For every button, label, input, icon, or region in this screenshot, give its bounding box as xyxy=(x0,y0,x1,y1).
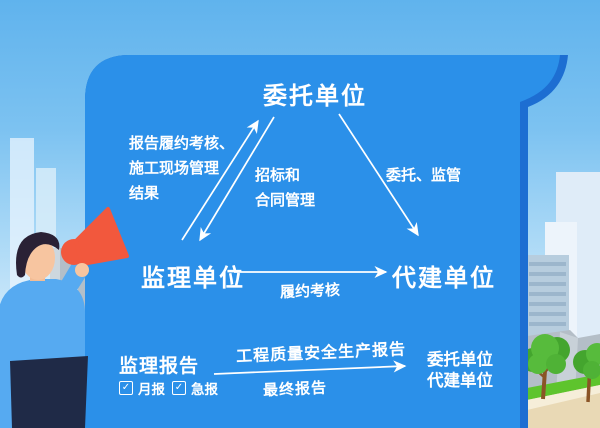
checkbox-checked-icon: ✓ xyxy=(119,381,133,395)
edge-label-line: 招标和 xyxy=(255,166,301,184)
report-source-title: 监理报告 xyxy=(119,355,200,377)
node-client-unit: 委托单位 xyxy=(263,82,367,110)
report-target-line: 委托单位 xyxy=(427,350,493,369)
person-hair xyxy=(16,232,60,278)
person-pants xyxy=(10,356,88,428)
edge-label-line: 结果 xyxy=(129,184,160,202)
report-targets: 委托单位 代建单位 xyxy=(427,349,493,391)
report-target-line: 代建单位 xyxy=(427,371,493,390)
arrow-label-final-report: 最终报告 xyxy=(262,378,328,400)
building-window-stripes xyxy=(529,262,566,326)
edge-label-entrust-supervise: 委托、监管 xyxy=(386,166,462,184)
tree-icon xyxy=(573,343,600,403)
edge-label-line: 施工现场管理 xyxy=(129,159,220,177)
edge-label-performance-review: 履约考核 xyxy=(279,280,341,302)
person-hand xyxy=(75,263,89,277)
edge-label-bidding-contract: 招标和 合同管理 xyxy=(255,163,315,213)
person-illustration xyxy=(0,207,129,428)
edge-label-report-results: 报告履约考核、 施工现场管理 结果 xyxy=(129,131,234,206)
grass xyxy=(527,374,600,403)
checkbox-urgent-report: ✓ 急报 xyxy=(172,378,218,398)
arrow-supervisor-to-client xyxy=(181,119,259,241)
arrow-report-to-targets xyxy=(213,360,407,375)
checkbox-monthly-report: ✓ 月报 xyxy=(119,378,165,398)
edge-label-line: 合同管理 xyxy=(255,191,316,209)
megaphone-icon xyxy=(61,207,129,266)
checkbox-label: 月报 xyxy=(138,382,165,398)
arrow-client-to-agent xyxy=(338,113,419,237)
panel-body xyxy=(85,55,560,428)
edge-label-line: 报告履约考核、 xyxy=(129,134,235,152)
walkway-highlight xyxy=(527,385,600,410)
checkbox-checked-icon: ✓ xyxy=(172,381,186,395)
node-supervision-unit: 监理单位 xyxy=(141,264,245,292)
report-type-checkboxes: ✓ 月报 ✓ 急报 xyxy=(119,378,218,398)
node-agent-unit: 代建单位 xyxy=(392,264,496,292)
building-icon xyxy=(527,255,569,345)
checkbox-label: 急报 xyxy=(191,382,218,398)
arrow-client-to-supervisor xyxy=(199,116,275,242)
